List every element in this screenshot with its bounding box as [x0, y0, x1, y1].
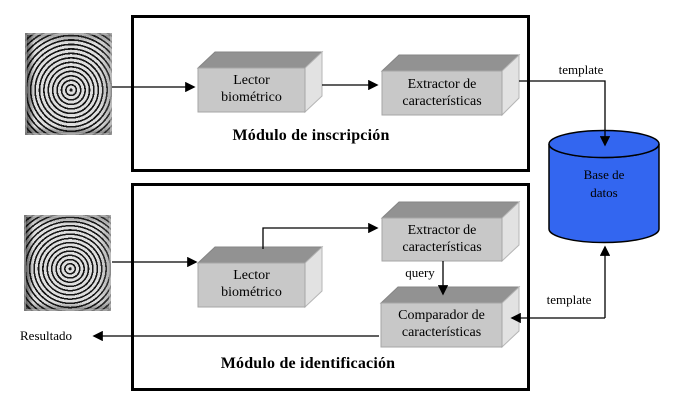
- label-line: biométrico: [221, 285, 282, 300]
- label-line: Lector: [233, 73, 270, 88]
- template-label-identification: template: [546, 292, 592, 307]
- box-front-face: [197, 262, 306, 308]
- box-front-face: [197, 67, 306, 113]
- identification-module-title: Módulo de identificación: [220, 355, 396, 372]
- label-line: biométrico: [221, 90, 282, 105]
- label-line: Comparador de: [398, 308, 485, 323]
- query-label: query: [405, 265, 435, 280]
- box-front-face: [381, 70, 503, 116]
- box-top-face: [379, 286, 521, 304]
- box-front-face: [381, 217, 503, 262]
- label-line: Base de: [583, 167, 625, 182]
- comparador-label: Comparador de características: [381, 307, 502, 341]
- enrollment-module-title: Módulo de inscripción: [232, 127, 390, 144]
- label-line: Extractor de: [407, 77, 477, 92]
- enrollment-module-frame: [131, 15, 530, 172]
- database-label: Base de datos: [549, 166, 659, 202]
- lector-biometrico-box-identification: [196, 245, 324, 309]
- arrow-lector-to-extractor-identification: [262, 222, 379, 249]
- box-top-face: [196, 246, 324, 264]
- box-front-face: [380, 302, 503, 348]
- fingerprint-image-enrollment: [25, 33, 112, 135]
- label-line: Lector: [233, 268, 270, 283]
- box-top-face: [380, 201, 521, 219]
- label-line: características: [402, 240, 482, 255]
- cylinder-top: [548, 129, 660, 159]
- extractor-label-enrollment: Extractor de características: [382, 76, 502, 110]
- fingerprint-image-identification: [24, 215, 111, 311]
- label-line: características: [402, 94, 482, 109]
- extractor-label-identification: Extractor de características: [382, 222, 502, 256]
- comparador-caracteristicas-box: [379, 285, 521, 349]
- resultado-label: Resultado: [20, 328, 72, 343]
- label-line: características: [401, 325, 482, 340]
- template-label-enrollment: template: [558, 62, 604, 77]
- label-line: Extractor de: [407, 223, 477, 238]
- lector-biometrico-label-enrollment: Lector biométrico: [198, 72, 305, 106]
- box-top-face: [196, 51, 324, 69]
- arrow-template-to-database: [519, 80, 611, 147]
- lector-biometrico-label-identification: Lector biométrico: [198, 267, 305, 301]
- identification-module-frame: [131, 183, 530, 391]
- extractor-caracteristicas-box-enrollment: [380, 53, 521, 117]
- box-top-face: [380, 54, 521, 72]
- lector-biometrico-box-enrollment: [196, 50, 324, 114]
- extractor-caracteristicas-box-identification: [380, 200, 521, 263]
- label-line: datos: [590, 185, 618, 200]
